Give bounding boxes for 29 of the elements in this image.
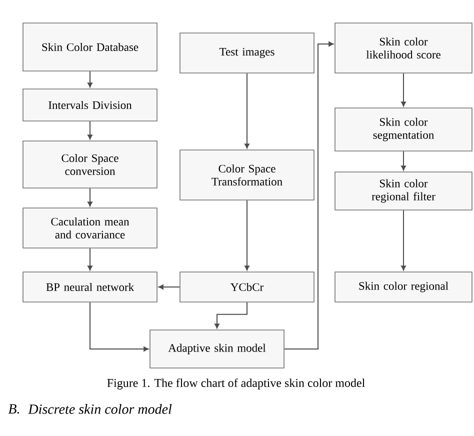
arrow <box>88 120 92 140</box>
arrow <box>158 284 180 290</box>
process-box: Color Space conversion <box>22 140 158 188</box>
process-box: Skin color likelihood score <box>334 22 472 74</box>
arrow <box>214 302 248 328</box>
arrow <box>401 210 406 270</box>
section-heading: B. <box>8 404 19 414</box>
process-box: Test images <box>180 32 314 74</box>
caption: Figure 1. The flow chart of adaptive skin color model <box>107 378 365 390</box>
process-box: BP neural network <box>22 272 158 302</box>
arrow <box>244 72 250 148</box>
arrow <box>401 72 406 106</box>
arrow <box>88 248 92 270</box>
process-box: Skin color regional filter <box>334 172 472 210</box>
process-box: Skin color segmentation <box>334 108 472 152</box>
arrow <box>244 200 250 270</box>
arrow <box>88 70 92 88</box>
process-box: YCbCr <box>180 272 314 302</box>
process-box: Intervals Division <box>22 88 158 122</box>
arrow <box>284 42 334 350</box>
process-box: Caculation mean and covariance <box>22 208 158 248</box>
arrow <box>88 188 92 206</box>
process-box: Adaptive skin model <box>150 330 284 368</box>
process-box: Color Space Transformation <box>180 150 314 200</box>
section-heading: Discrete skin color model <box>28 404 172 414</box>
arrow <box>90 302 149 352</box>
arrow <box>401 150 406 170</box>
process-box: Skin Color Database <box>22 22 158 72</box>
process-box: Skin color regional <box>334 272 472 302</box>
